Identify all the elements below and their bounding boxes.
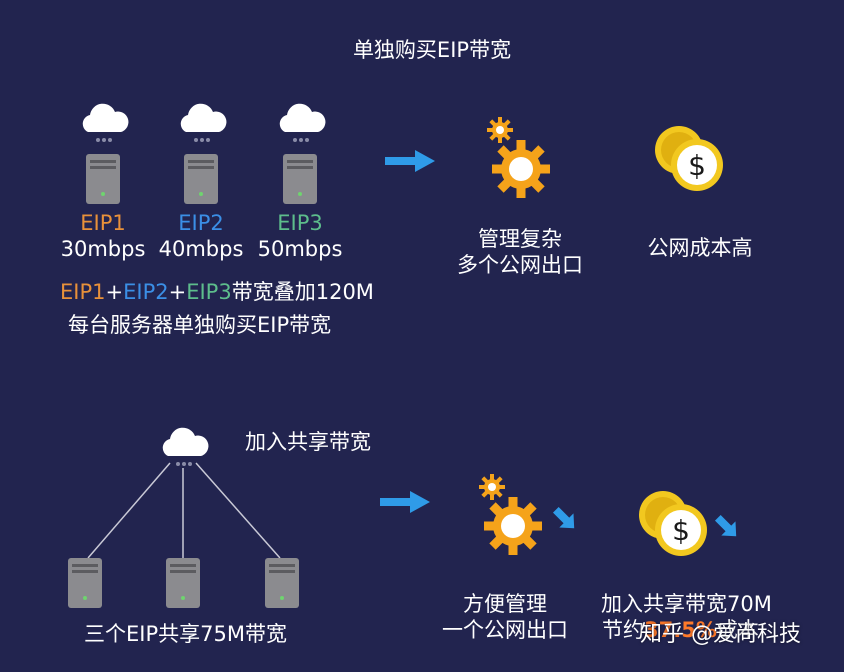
eip1-bandwidth: 30mbps — [60, 237, 146, 261]
sum-rest: 带宽叠加120M — [231, 280, 374, 304]
svg-text:$: $ — [672, 514, 690, 547]
small-gear-icon — [479, 474, 505, 500]
bottom-cost-line2: 节约37.5%成本 — [602, 618, 759, 642]
sum-plus: + — [105, 280, 124, 304]
bottom-title: 加入共享带宽 — [245, 430, 371, 454]
eip1-label: EIP1 — [80, 211, 126, 235]
coins-icon: $ — [652, 123, 730, 195]
eip3-label: EIP3 — [277, 211, 323, 235]
savings-percent: 37.5% — [644, 618, 717, 642]
sum-eip3: EIP3 — [186, 280, 232, 304]
coins-icon: $ — [636, 488, 714, 560]
cost-prefix: 节约 — [602, 618, 644, 642]
top-management-line2: 多个公网出口 — [457, 253, 583, 277]
server-icon — [265, 558, 299, 608]
bandwidth-sum-line: EIP1+EIP2+EIP3带宽叠加120M — [60, 280, 374, 304]
bottom-management-line1: 方便管理 — [463, 592, 547, 616]
server-icon — [283, 154, 317, 204]
cloud-icon — [176, 102, 228, 144]
arrow-down-right-icon — [550, 504, 580, 534]
small-gear-icon — [487, 117, 513, 143]
cloud-icon — [158, 426, 210, 468]
arrow-down-right-icon — [712, 512, 742, 542]
sum-eip2: EIP2 — [123, 280, 169, 304]
eip3-bandwidth: 50mbps — [257, 237, 343, 261]
server-icon — [86, 154, 120, 204]
cost-suffix: 成本 — [716, 618, 759, 642]
large-gear-icon — [492, 140, 550, 198]
bottom-caption: 三个EIP共享75M带宽 — [84, 622, 287, 646]
arrow-right-icon — [385, 150, 435, 172]
cloud-icon — [78, 102, 130, 144]
top-title: 单独购买EIP带宽 — [352, 38, 512, 62]
server-icon — [68, 558, 102, 608]
arrow-right-icon — [380, 491, 430, 513]
bottom-management-line2: 一个公网出口 — [442, 618, 568, 642]
bottom-cost-line1: 加入共享带宽70M — [601, 592, 772, 616]
cloud-icon — [275, 102, 327, 144]
sum-plus: + — [168, 280, 187, 304]
large-gear-icon — [484, 497, 542, 555]
watermark: 知乎 @爱尚科技 — [640, 622, 801, 647]
server-icon — [184, 154, 218, 204]
eip2-label: EIP2 — [178, 211, 224, 235]
svg-text:$: $ — [688, 149, 706, 182]
top-cost: 公网成本高 — [647, 236, 753, 260]
eip2-bandwidth: 40mbps — [158, 237, 244, 261]
sum-eip1: EIP1 — [60, 280, 106, 304]
top-management-line1: 管理复杂 — [478, 227, 562, 251]
server-icon — [166, 558, 200, 608]
top-caption: 每台服务器单独购买EIP带宽 — [68, 313, 332, 337]
